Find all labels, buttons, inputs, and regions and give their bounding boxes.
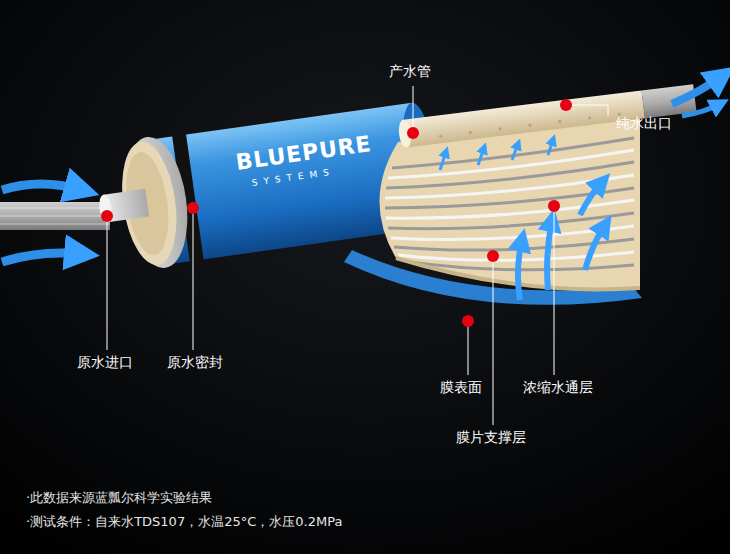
part-label: 原水密封 — [167, 354, 223, 371]
part-label: 浓缩水通层 — [523, 379, 593, 396]
note-text: ·测试条件：自来水TDS107，水温25°C，水压0.2MPa — [26, 514, 342, 530]
part-label: 膜片支撑层 — [456, 429, 526, 446]
part-label: 纯水出口 — [616, 115, 672, 132]
part-label: 原水进口 — [77, 354, 133, 371]
part-label: 膜表面 — [440, 379, 482, 396]
part-label: 产水管 — [389, 63, 431, 80]
note-text: ·此数据来源蓝瓢尔科学实验结果 — [26, 490, 212, 506]
